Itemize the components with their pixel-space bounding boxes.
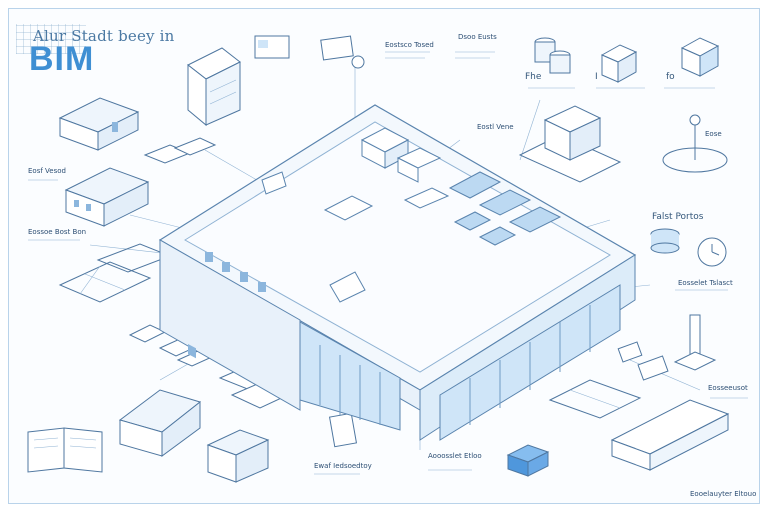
label-right-bottom: Eosseeusot (708, 384, 748, 392)
pillar-icon (673, 314, 717, 371)
text-placeholder-lines (28, 51, 748, 475)
footer-label: Eooelauyter Eltouo (690, 490, 757, 498)
cabin-icon-bottom-left (118, 389, 202, 457)
label-right-low: Eosselet Tslasct (678, 279, 733, 287)
label-pin: Eose (705, 130, 722, 138)
corner-grid-pattern (16, 24, 86, 54)
diagram-subtitle: Alur Stadt beey in (33, 27, 175, 45)
document-icons-top (254, 35, 365, 69)
label-bottom-center-2: Aooosslet Etloo (428, 452, 482, 460)
label-right-top-3: fo (666, 72, 675, 82)
location-pin-icon (662, 114, 728, 173)
label-bottom-center-1: Ewaf Iedsoedtoy (314, 462, 372, 470)
platform-icon (610, 399, 730, 471)
label-right-mid: Falst Portos (652, 212, 704, 222)
box-icon-bottom (206, 429, 270, 483)
equipment-icons-right (617, 341, 669, 381)
label-top-center-1: Eostsco Tosed (385, 41, 434, 49)
office-building-icon (518, 105, 622, 183)
shelf-icon (187, 47, 241, 127)
database-icon (650, 228, 680, 254)
module-box-icon (506, 444, 550, 477)
floor-plan-icon-left-2 (96, 243, 172, 273)
floor-plan-icon-left (58, 261, 152, 303)
house-icon-mid-left (64, 167, 150, 227)
floor-plan-icon-right (548, 379, 642, 419)
label-building: Eostl Vene (477, 123, 514, 131)
book-icon (27, 427, 103, 473)
server-rack-icon (534, 37, 720, 83)
label-top-center-2: Dsoo Eusts (458, 33, 497, 41)
label-left-1: Eosf Vesod (28, 167, 66, 175)
house-icon-top-left (58, 97, 140, 151)
diagram-title: BIM (29, 40, 95, 78)
main-building (158, 104, 637, 441)
label-right-top-1: Fhe (525, 72, 542, 82)
label-left-2: Eossoe Bost Bon (28, 228, 87, 236)
label-right-top-2: I (595, 72, 598, 82)
clock-icon (697, 237, 727, 267)
tablet-icon (328, 412, 358, 448)
